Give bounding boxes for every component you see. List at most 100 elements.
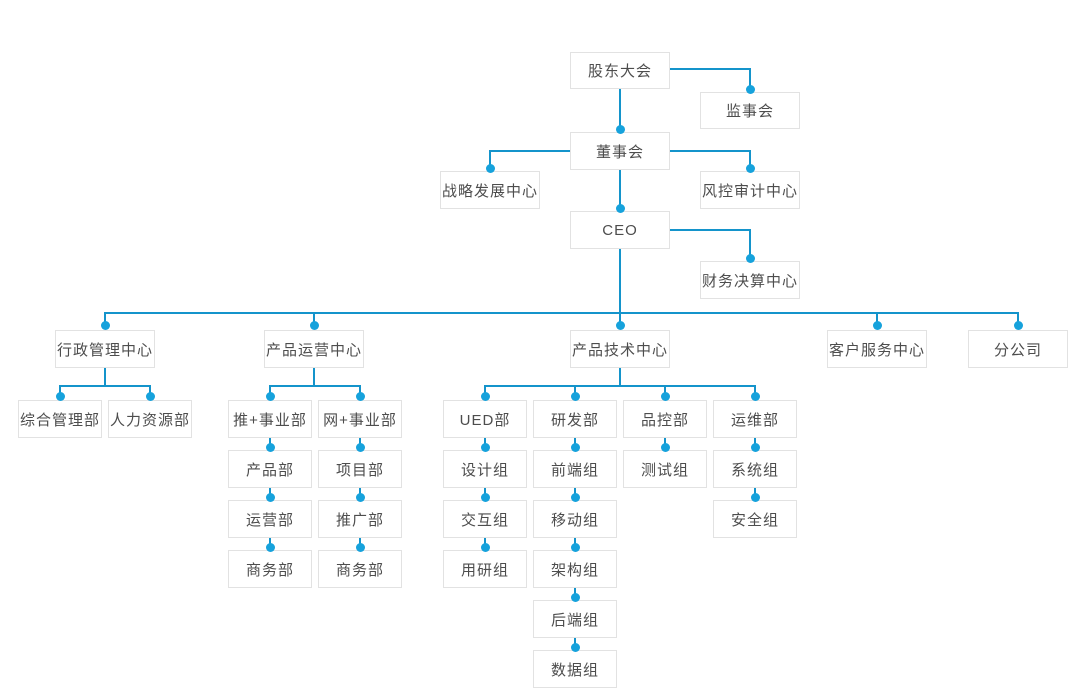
connector-dot bbox=[872, 320, 882, 330]
connector-line bbox=[749, 150, 751, 169]
org-node-label: 综合管理部 bbox=[19, 411, 100, 429]
org-node-label: 运维部 bbox=[730, 411, 779, 429]
org-node-shangwubu_wang[interactable]: 商务部 bbox=[318, 550, 402, 588]
org-node-label: 产品运营中心 bbox=[265, 341, 362, 359]
org-node-anquanzu[interactable]: 安全组 bbox=[713, 500, 797, 538]
org-node-label: 运营部 bbox=[245, 511, 294, 529]
connector-dot bbox=[355, 442, 365, 452]
connector-line bbox=[670, 68, 750, 70]
org-node-xiangmubu[interactable]: 项目部 bbox=[318, 450, 402, 488]
org-node-fengkong[interactable]: 风控审计中心 bbox=[700, 171, 800, 209]
connector-dot bbox=[100, 320, 110, 330]
connector-dot bbox=[750, 391, 760, 401]
org-node-shejizu[interactable]: 设计组 bbox=[443, 450, 527, 488]
connector-line bbox=[484, 385, 486, 397]
connector-dot bbox=[55, 391, 65, 401]
org-node-yidongzu[interactable]: 移动组 bbox=[533, 500, 617, 538]
connector-dot bbox=[570, 391, 580, 401]
org-node-ceo[interactable]: CEO bbox=[570, 211, 670, 249]
org-node-jiaohuzu[interactable]: 交互组 bbox=[443, 500, 527, 538]
connector-line bbox=[574, 385, 576, 397]
connector-dot bbox=[615, 124, 625, 134]
org-node-label: 董事会 bbox=[595, 143, 644, 161]
org-node-label: 产品技术中心 bbox=[571, 341, 668, 359]
connector-line bbox=[664, 385, 666, 397]
org-node-label: 商务部 bbox=[245, 561, 294, 579]
org-node-yunweibu[interactable]: 运维部 bbox=[713, 400, 797, 438]
org-node-label: 风控审计中心 bbox=[701, 182, 798, 200]
org-node-label: 前端组 bbox=[550, 461, 599, 479]
org-node-fengongsi[interactable]: 分公司 bbox=[968, 330, 1068, 368]
connector-line bbox=[489, 150, 491, 169]
connector-dot bbox=[615, 320, 625, 330]
connector-line bbox=[876, 312, 878, 326]
connector-dot bbox=[570, 642, 580, 652]
connector-line bbox=[60, 385, 150, 387]
connector-line bbox=[313, 368, 315, 386]
connector-dot bbox=[745, 253, 755, 263]
connector-line bbox=[359, 385, 361, 397]
org-node-yunyingbu[interactable]: 运营部 bbox=[228, 500, 312, 538]
org-node-ued[interactable]: UED部 bbox=[443, 400, 527, 438]
org-node-shujuzu[interactable]: 数据组 bbox=[533, 650, 617, 688]
connector-dot bbox=[1013, 320, 1023, 330]
org-node-shangwubu_tui[interactable]: 商务部 bbox=[228, 550, 312, 588]
org-node-chanpinbu[interactable]: 产品部 bbox=[228, 450, 312, 488]
connector-dot bbox=[570, 542, 580, 552]
org-node-gudong[interactable]: 股东大会 bbox=[570, 52, 670, 89]
connector-dot bbox=[745, 163, 755, 173]
org-node-ceshizu[interactable]: 测试组 bbox=[623, 450, 707, 488]
org-node-yanfabu[interactable]: 研发部 bbox=[533, 400, 617, 438]
org-node-label: 客户服务中心 bbox=[828, 341, 925, 359]
org-node-label: 研发部 bbox=[550, 411, 599, 429]
connector-line bbox=[269, 385, 271, 397]
connector-line bbox=[270, 385, 360, 387]
org-node-xingzheng[interactable]: 行政管理中心 bbox=[55, 330, 155, 368]
org-node-jiagouzu[interactable]: 架构组 bbox=[533, 550, 617, 588]
org-node-label: CEO bbox=[602, 221, 638, 239]
org-node-zonghe[interactable]: 综合管理部 bbox=[18, 400, 102, 438]
connector-line bbox=[104, 312, 106, 326]
org-node-yongyanzu[interactable]: 用研组 bbox=[443, 550, 527, 588]
connector-dot bbox=[355, 391, 365, 401]
org-node-qianduanzu[interactable]: 前端组 bbox=[533, 450, 617, 488]
org-node-label: 网+事业部 bbox=[323, 411, 397, 429]
connector-line bbox=[104, 368, 106, 386]
org-node-label: 安全组 bbox=[730, 511, 779, 529]
org-node-chanpinjishu[interactable]: 产品技术中心 bbox=[570, 330, 670, 368]
org-node-dongshihui[interactable]: 董事会 bbox=[570, 132, 670, 170]
org-node-xitongzu[interactable]: 系统组 bbox=[713, 450, 797, 488]
org-node-renli[interactable]: 人力资源部 bbox=[108, 400, 192, 438]
connector-line bbox=[749, 229, 751, 259]
org-node-jianshihui[interactable]: 监事会 bbox=[700, 92, 800, 129]
org-node-label: 用研组 bbox=[460, 561, 509, 579]
org-node-tuishiye[interactable]: 推+事业部 bbox=[228, 400, 312, 438]
org-node-label: 商务部 bbox=[335, 561, 384, 579]
connector-line bbox=[670, 229, 750, 231]
connector-line bbox=[619, 89, 621, 130]
org-node-zhanlue[interactable]: 战略发展中心 bbox=[440, 171, 540, 209]
connector-line bbox=[754, 385, 756, 397]
org-node-wangshiye[interactable]: 网+事业部 bbox=[318, 400, 402, 438]
connector-line bbox=[105, 312, 1018, 314]
org-node-label: 移动组 bbox=[550, 511, 599, 529]
org-node-kehufuwu[interactable]: 客户服务中心 bbox=[827, 330, 927, 368]
org-node-chanpinyunying[interactable]: 产品运营中心 bbox=[264, 330, 364, 368]
org-node-label: 后端组 bbox=[550, 611, 599, 629]
org-node-houduanzu[interactable]: 后端组 bbox=[533, 600, 617, 638]
org-node-label: 分公司 bbox=[993, 341, 1042, 359]
org-node-tuiguangbu[interactable]: 推广部 bbox=[318, 500, 402, 538]
connector-dot bbox=[480, 542, 490, 552]
org-node-label: 监事会 bbox=[725, 103, 774, 120]
org-node-label: 推广部 bbox=[335, 511, 384, 529]
connector-dot bbox=[309, 320, 319, 330]
connector-dot bbox=[265, 492, 275, 502]
connector-line bbox=[485, 385, 755, 387]
org-node-caiwu[interactable]: 财务决算中心 bbox=[700, 261, 800, 299]
connector-dot bbox=[265, 542, 275, 552]
org-node-pinkongbu[interactable]: 品控部 bbox=[623, 400, 707, 438]
connector-dot bbox=[480, 442, 490, 452]
org-node-label: 产品部 bbox=[245, 461, 294, 479]
org-node-label: 测试组 bbox=[640, 461, 689, 479]
